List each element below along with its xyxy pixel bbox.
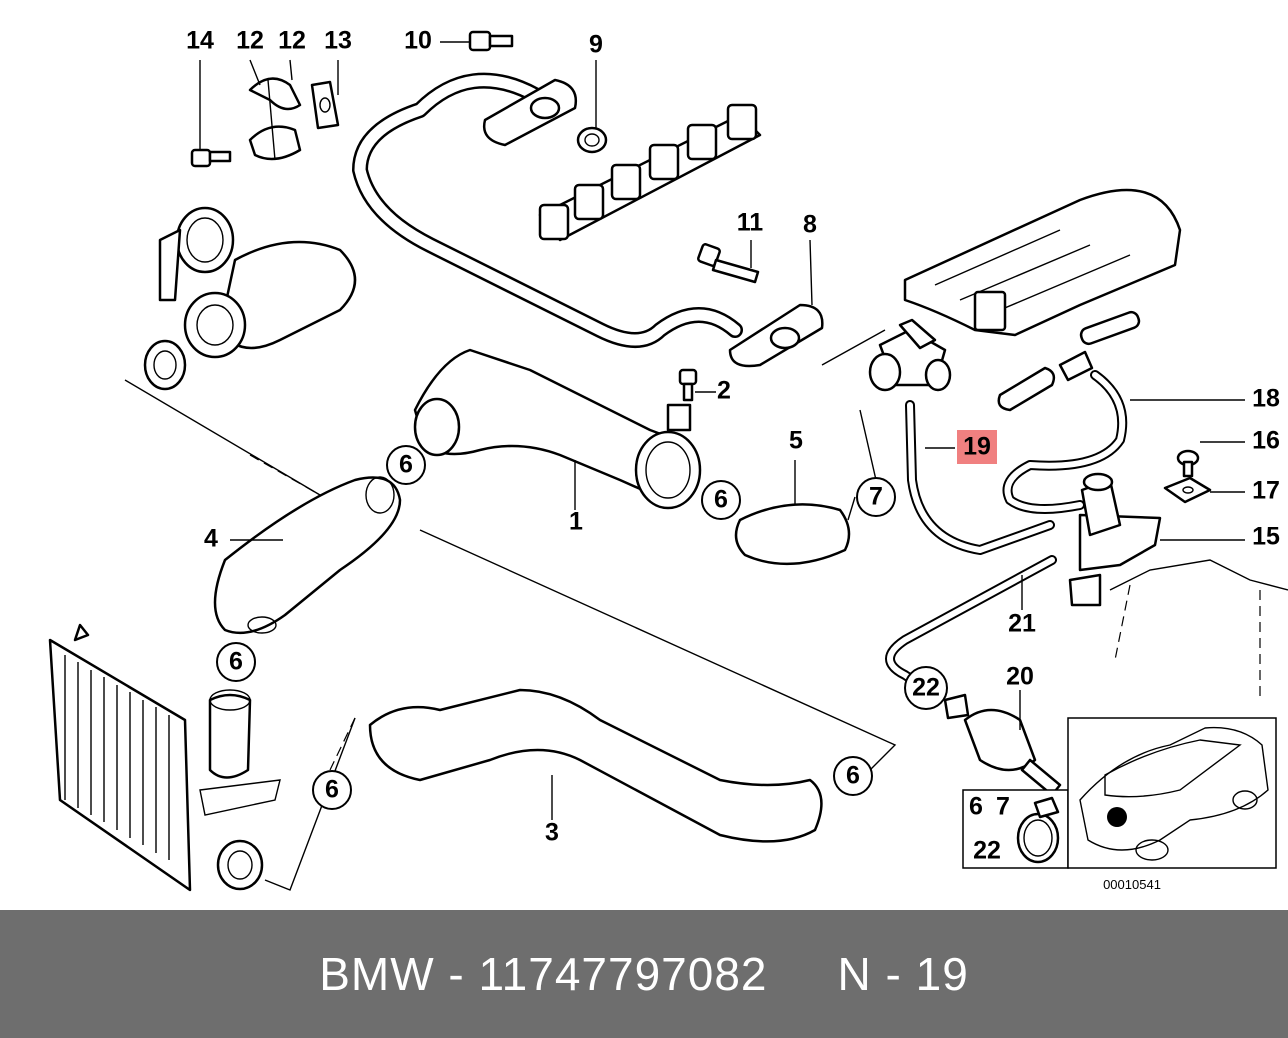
callout-18: 18 xyxy=(1252,385,1280,413)
nut-17 xyxy=(1163,476,1212,504)
part-number-banner: BMW - 11747797082 N - 19 xyxy=(0,910,1288,1038)
vehicle-locator-inset xyxy=(1067,717,1277,869)
callout-5: 5 xyxy=(789,427,803,455)
callout-15: 15 xyxy=(1252,523,1280,551)
filter-20 xyxy=(943,693,1062,797)
callout-9: 9 xyxy=(589,31,603,59)
inset-label-22: 22 xyxy=(973,837,1001,865)
bolt-10 xyxy=(468,30,514,52)
gasket-13 xyxy=(310,80,340,130)
callout-13: 13 xyxy=(324,27,352,55)
diagram-position: N - 19 xyxy=(837,948,969,1000)
callout-12-left: 12 xyxy=(236,27,264,55)
clamp-inset xyxy=(962,789,1069,869)
clamp-12 xyxy=(248,77,302,161)
vacuum-hose-19 xyxy=(905,400,1055,555)
turbocharger xyxy=(143,206,357,391)
callout-10: 10 xyxy=(404,27,432,55)
gasket-9 xyxy=(576,126,608,154)
location-marker xyxy=(1107,807,1127,827)
callout-12-right: 12 xyxy=(278,27,306,55)
callout-circles xyxy=(216,445,948,810)
callout-19: 19 xyxy=(963,433,991,461)
callout-6-c: 6 xyxy=(714,486,728,514)
callout-7: 7 xyxy=(869,483,883,511)
pressure-converter xyxy=(868,318,952,392)
exhaust-manifold xyxy=(538,103,762,242)
inset-label-7: 7 xyxy=(996,793,1010,821)
callout-4: 4 xyxy=(204,525,218,553)
callout-6-e: 6 xyxy=(846,762,860,790)
vacuum-hose-18 xyxy=(997,350,1128,514)
assembly-lines xyxy=(124,329,897,891)
vacuum-hose-21 xyxy=(885,555,1057,700)
callout-20: 20 xyxy=(1006,663,1034,691)
hose-3 xyxy=(368,688,823,843)
callout-8: 8 xyxy=(803,211,817,239)
bolt-14 xyxy=(190,148,232,168)
charge-air-pipe-1 xyxy=(413,348,702,510)
egr-pipe xyxy=(352,72,824,368)
solenoid-valve-15 xyxy=(1068,472,1288,700)
callout-11: 11 xyxy=(737,209,764,237)
hose-4 xyxy=(213,476,402,635)
bolt-2 xyxy=(678,368,698,402)
bolt-11 xyxy=(697,243,760,284)
callout-16: 16 xyxy=(1252,427,1280,455)
callout-21: 21 xyxy=(1008,610,1036,638)
bolt-16 xyxy=(1176,449,1200,478)
callout-2: 2 xyxy=(717,377,731,405)
parts-diagram: 14 12 12 13 10 9 11 8 2 1 6 4 6 5 6 7 19… xyxy=(48,27,1288,892)
highlight-box-19 xyxy=(957,430,997,464)
callout-17: 17 xyxy=(1252,477,1280,505)
callout-1: 1 xyxy=(569,508,583,536)
callout-22: 22 xyxy=(912,674,940,702)
callout-6-d: 6 xyxy=(325,776,339,804)
callout-6-b: 6 xyxy=(229,648,243,676)
brand-part-number: BMW - 11747797082 xyxy=(319,948,768,1000)
intercooler xyxy=(48,623,281,892)
hose-5 xyxy=(734,503,851,566)
leader-lines xyxy=(199,41,1245,820)
inset-label-6: 6 xyxy=(969,793,983,821)
callout-3: 3 xyxy=(545,819,559,847)
callout-labels: 14 12 12 13 10 9 11 8 2 1 6 4 6 5 6 7 19… xyxy=(186,27,1280,892)
intake-manifold xyxy=(903,188,1182,346)
diagram-reference-code: 00010541 xyxy=(1103,877,1161,892)
callout-14: 14 xyxy=(186,27,214,55)
callout-6-a: 6 xyxy=(399,451,413,479)
